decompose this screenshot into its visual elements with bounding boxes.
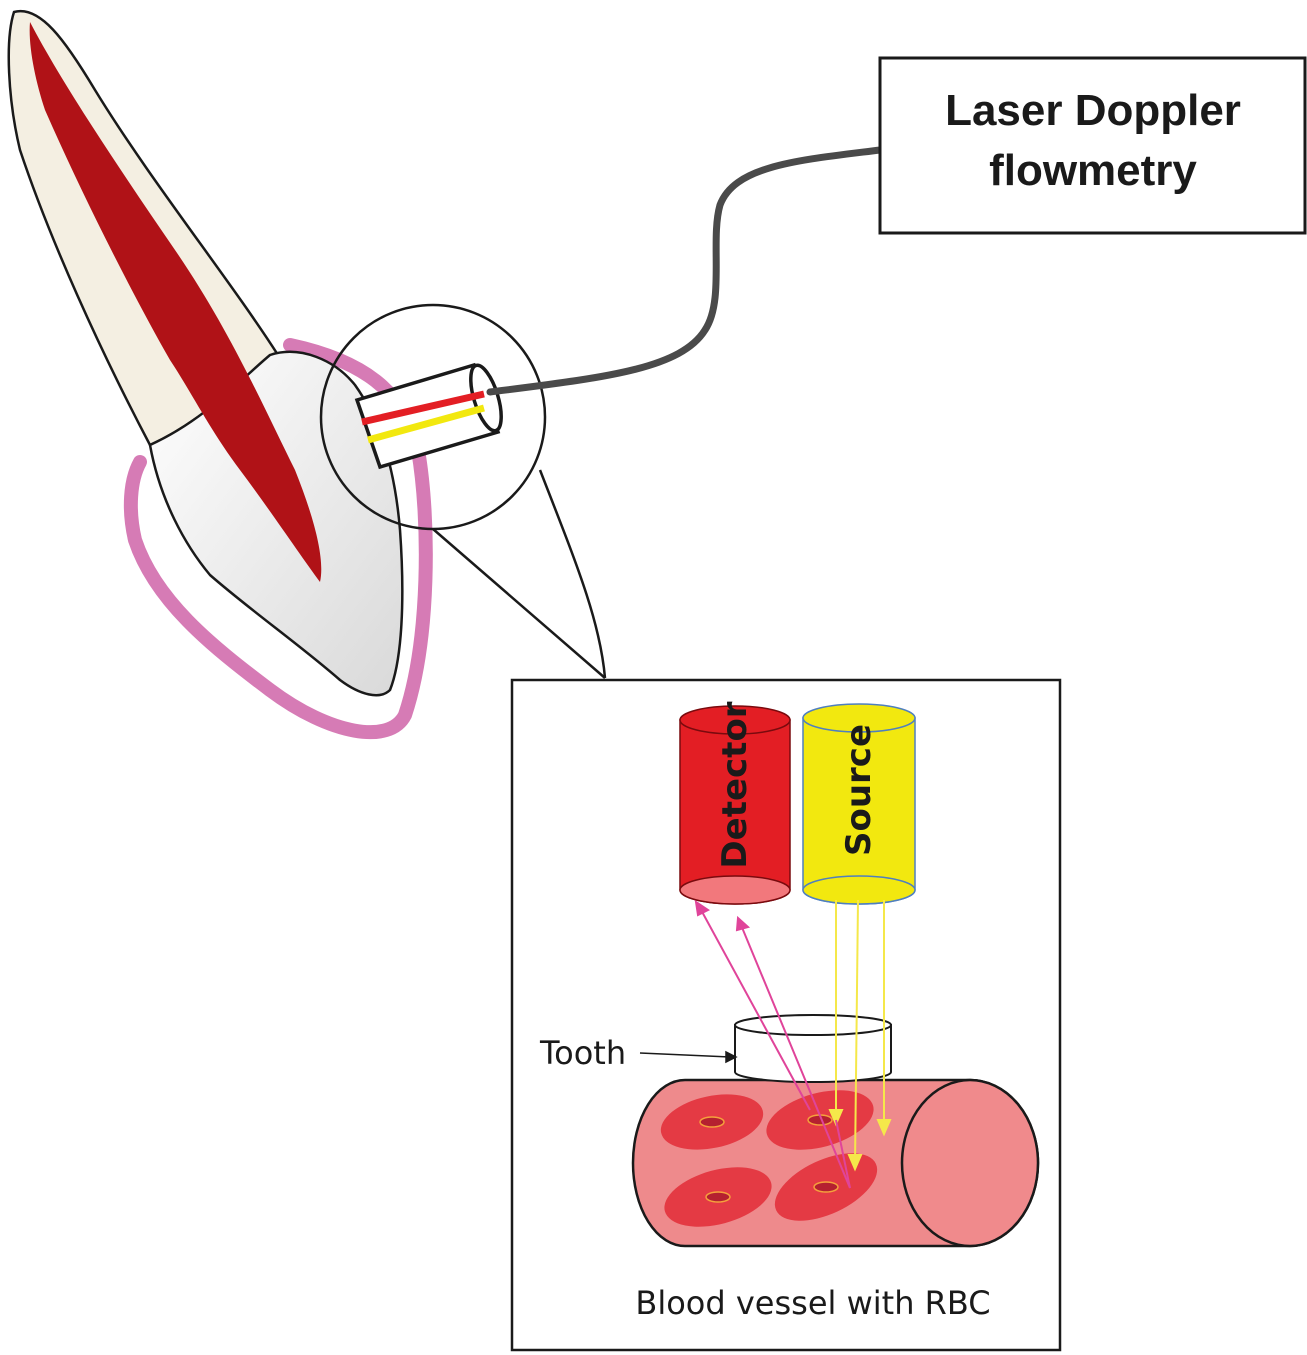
rbc-2: [766, 1090, 874, 1150]
inset-caption: Blood vessel with RBC: [635, 1284, 990, 1322]
tooth-crown: [148, 350, 404, 697]
source-cylinder: Source: [802, 703, 916, 905]
rbc-3: [664, 1167, 772, 1227]
probe-cable: [486, 146, 884, 396]
rbc-1: [660, 1094, 764, 1150]
detector-cylinder: Detector: [679, 701, 791, 905]
laser-doppler-title-box: Laser Doppler flowmetry: [878, 56, 1307, 235]
title-line-1: Laser Doppler: [945, 86, 1241, 135]
title-line-2: flowmetry: [989, 146, 1197, 195]
rbc-4: [774, 1153, 878, 1221]
tooth-pulp: [29, 22, 322, 582]
zoom-line-right: [538, 469, 607, 679]
tooth-slab: [734, 1014, 892, 1083]
probe-magnifier: [319, 146, 884, 679]
probe-detector-fiber: [361, 390, 485, 426]
zoom-line-left: [432, 528, 606, 679]
tooth-illustration: [7, 9, 433, 740]
tooth-pointer-arrow: [639, 1050, 738, 1064]
source-label: Source: [839, 724, 879, 856]
detector-label: Detector: [715, 701, 755, 868]
tooth-label: Tooth: [539, 1034, 626, 1072]
incident-rays: [828, 899, 892, 1172]
probe-source-fiber: [367, 404, 485, 444]
scattered-rays: [694, 899, 851, 1189]
inset-panel: Detector Source: [510, 678, 1062, 1352]
probe-tip: [354, 362, 503, 470]
blood-vessel: [631, 1078, 1040, 1248]
